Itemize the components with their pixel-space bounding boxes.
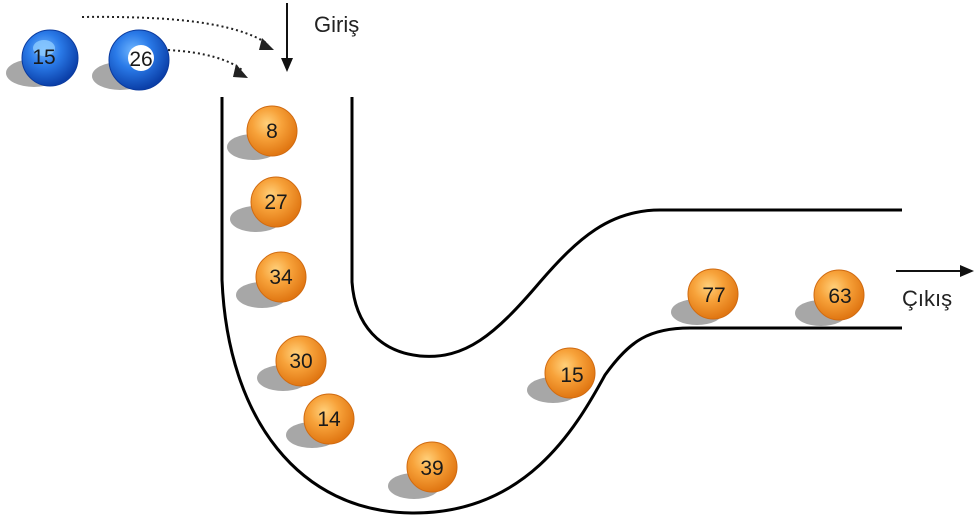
ball-number: 30 — [289, 350, 312, 373]
ball-highlight — [33, 40, 55, 56]
blue-ball: 15 — [6, 29, 79, 87]
dotted-arrowhead-icon — [259, 38, 274, 50]
pipe-inner-wall — [350, 97, 902, 358]
entry-label: Giriş — [314, 12, 359, 37]
orange-ball: 27 — [230, 176, 302, 232]
ball-number: 77 — [702, 284, 725, 307]
orange-ball: 14 — [286, 393, 355, 448]
orange-ball: 34 — [236, 251, 307, 308]
ball-highlight — [128, 45, 154, 71]
orange-ball: 77 — [671, 268, 739, 325]
ball-number: 34 — [269, 266, 293, 289]
dotted-arrowhead-icon — [233, 64, 248, 78]
exit-arrowhead-icon — [960, 265, 974, 277]
ball-body — [813, 269, 865, 321]
exit-marker: Çıkış — [896, 265, 974, 311]
pipe-outer-wall — [220, 97, 902, 515]
dotted-arrow-ball-26 — [167, 49, 243, 71]
blue-ball: 26 — [92, 29, 170, 91]
orange-ball: 30 — [257, 335, 327, 391]
orange-ball: 8 — [227, 105, 298, 160]
ball-number: 26 — [129, 48, 152, 71]
exit-label: Çıkış — [902, 286, 952, 311]
ball-body — [250, 176, 302, 228]
ball-body — [255, 251, 307, 303]
ball-number: 27 — [264, 191, 287, 214]
ball-number: 39 — [420, 457, 443, 480]
orange-ball: 39 — [388, 441, 458, 499]
entry-marker: Giriş — [281, 3, 359, 72]
pipe-balls: 8 27 34 30 14 39 15 — [227, 105, 865, 499]
ball-body — [406, 441, 458, 493]
ball-number: 15 — [560, 364, 583, 387]
orange-ball: 63 — [795, 269, 865, 326]
ball-number: 15 — [32, 46, 55, 69]
waiting-balls: 15 26 — [6, 29, 170, 91]
dotted-arrow-ball-15 — [81, 15, 269, 45]
ball-body — [303, 393, 355, 445]
entry-paths — [81, 15, 269, 71]
ball-number: 8 — [266, 120, 278, 143]
ball-number: 14 — [317, 408, 341, 431]
orange-ball: 15 — [527, 347, 596, 403]
pipe — [220, 97, 902, 515]
ball-body — [275, 335, 327, 387]
ball-body — [544, 347, 596, 399]
ball-body — [687, 268, 739, 320]
entry-arrowhead-icon — [281, 58, 293, 72]
ball-body — [246, 105, 298, 157]
ball-number: 63 — [828, 285, 851, 308]
